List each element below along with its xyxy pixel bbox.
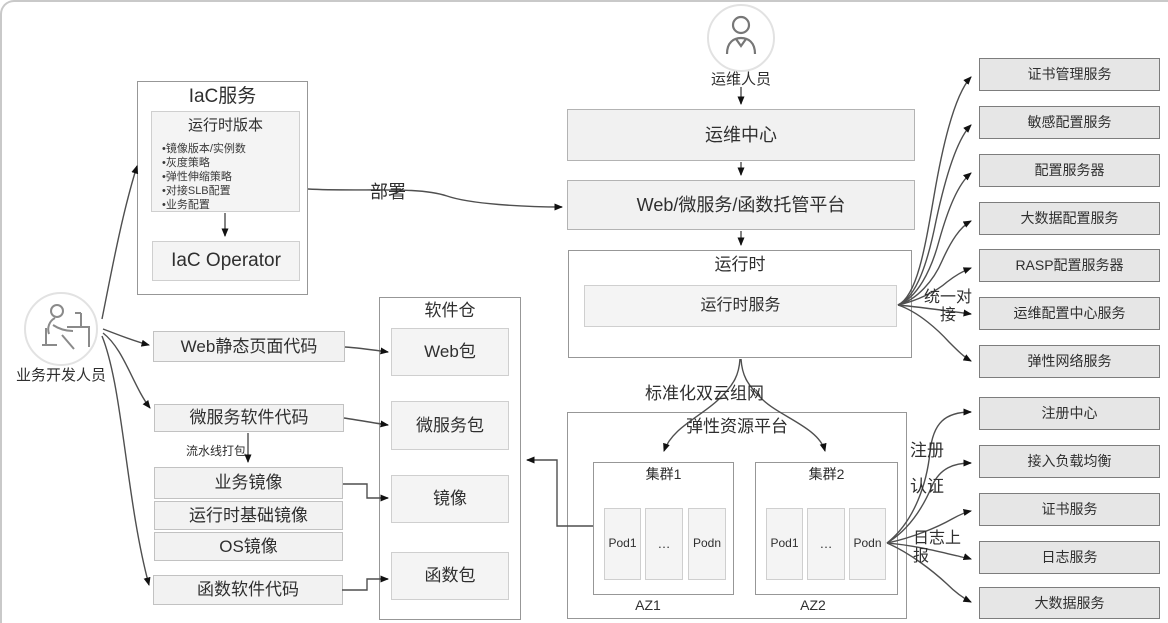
- service-config-server: 配置服务器: [979, 154, 1160, 187]
- az1-label: AZ1: [635, 597, 661, 613]
- ops-person-label: 运维人员: [710, 71, 771, 88]
- cluster2-podn: Podn: [849, 508, 886, 580]
- cluster1-label: 集群1: [645, 466, 682, 482]
- log-report-label: 日志上 报: [913, 530, 962, 565]
- service-elastic-network: 弹性网络服务: [979, 345, 1160, 378]
- service-access-lb: 接入负载均衡: [979, 445, 1160, 478]
- microservice-code-box: 微服务软件代码: [154, 404, 344, 432]
- unified-access-label: 统一对 接: [923, 289, 972, 324]
- service-bigdata: 大数据服务: [979, 587, 1160, 619]
- service-registry-center: 注册中心: [979, 397, 1160, 430]
- web-static-code-box: Web静态页面代码: [153, 331, 345, 362]
- register-label: 注册: [910, 441, 944, 460]
- service-cert-mgmt: 证书管理服务: [979, 58, 1160, 91]
- business-image-box: 业务镜像: [154, 467, 343, 499]
- ops-center-box: 运维中心: [567, 109, 915, 161]
- dual-cloud-label: 标准化双云组网: [645, 384, 764, 403]
- function-code-box: 函数软件代码: [153, 575, 343, 605]
- service-cert: 证书服务: [979, 493, 1160, 526]
- microservice-package-box: 微服务包: [391, 401, 509, 450]
- runtime-version-bullets: •镜像版本/实例数 •灰度策略 •弹性伸缩策略 •对接SLB配置 •业务配置: [162, 143, 246, 211]
- service-bigdata-config: 大数据配置服务: [979, 202, 1160, 235]
- cluster1-podn: Podn: [688, 508, 726, 580]
- software-repo-title: 软件仓: [424, 301, 476, 320]
- iac-service-title: IaC服务: [188, 86, 257, 107]
- function-package-box: 函数包: [391, 552, 509, 600]
- runtime-version-box: 运行时版本 •镜像版本/实例数 •灰度策略 •弹性伸缩策略 •对接SLB配置 •…: [151, 111, 300, 212]
- service-log: 日志服务: [979, 541, 1160, 574]
- elastic-platform-title: 弹性资源平台: [686, 417, 788, 436]
- hosting-platform-box: Web/微服务/函数托管平台: [567, 180, 915, 230]
- image-package-box: 镜像: [391, 475, 509, 523]
- edge-dev-to-web-code: [102, 328, 150, 347]
- service-ops-config-center: 运维配置中心服务: [979, 297, 1160, 330]
- iac-operator-box: IaC Operator: [152, 241, 300, 281]
- edge-deploy: [307, 188, 563, 211]
- edge-dev-to-iac: [101, 165, 139, 320]
- deploy-label: 部署: [370, 182, 406, 202]
- ops-person-icon: [707, 4, 775, 72]
- runtime-base-image-box: 运行时基础镜像: [154, 501, 343, 530]
- pipeline-label: 流水线打包: [186, 444, 247, 458]
- developer-icon: [24, 292, 98, 366]
- developer-label: 业务开发人员: [15, 367, 106, 384]
- person-bust-glyph: [725, 15, 757, 55]
- az2-label: AZ2: [800, 597, 826, 613]
- runtime-service-box: 运行时服务: [584, 285, 897, 327]
- cluster1-pod1: Pod1: [604, 508, 641, 580]
- service-rasp-config: RASP配置服务器: [979, 249, 1160, 282]
- web-package-box: Web包: [391, 328, 509, 376]
- os-image-box: OS镜像: [154, 532, 343, 561]
- cluster2-pod-dots: …: [807, 508, 845, 580]
- runtime-title: 运行时: [714, 255, 766, 274]
- service-sensitive-config: 敏感配置服务: [979, 106, 1160, 139]
- runtime-version-title: 运行时版本: [187, 117, 263, 134]
- cluster1-pod-dots: …: [645, 508, 683, 580]
- cluster2-label: 集群2: [808, 466, 845, 482]
- auth-label: 认证: [910, 477, 944, 496]
- cluster2-pod1: Pod1: [766, 508, 803, 580]
- developer-at-desk-glyph: [42, 304, 90, 350]
